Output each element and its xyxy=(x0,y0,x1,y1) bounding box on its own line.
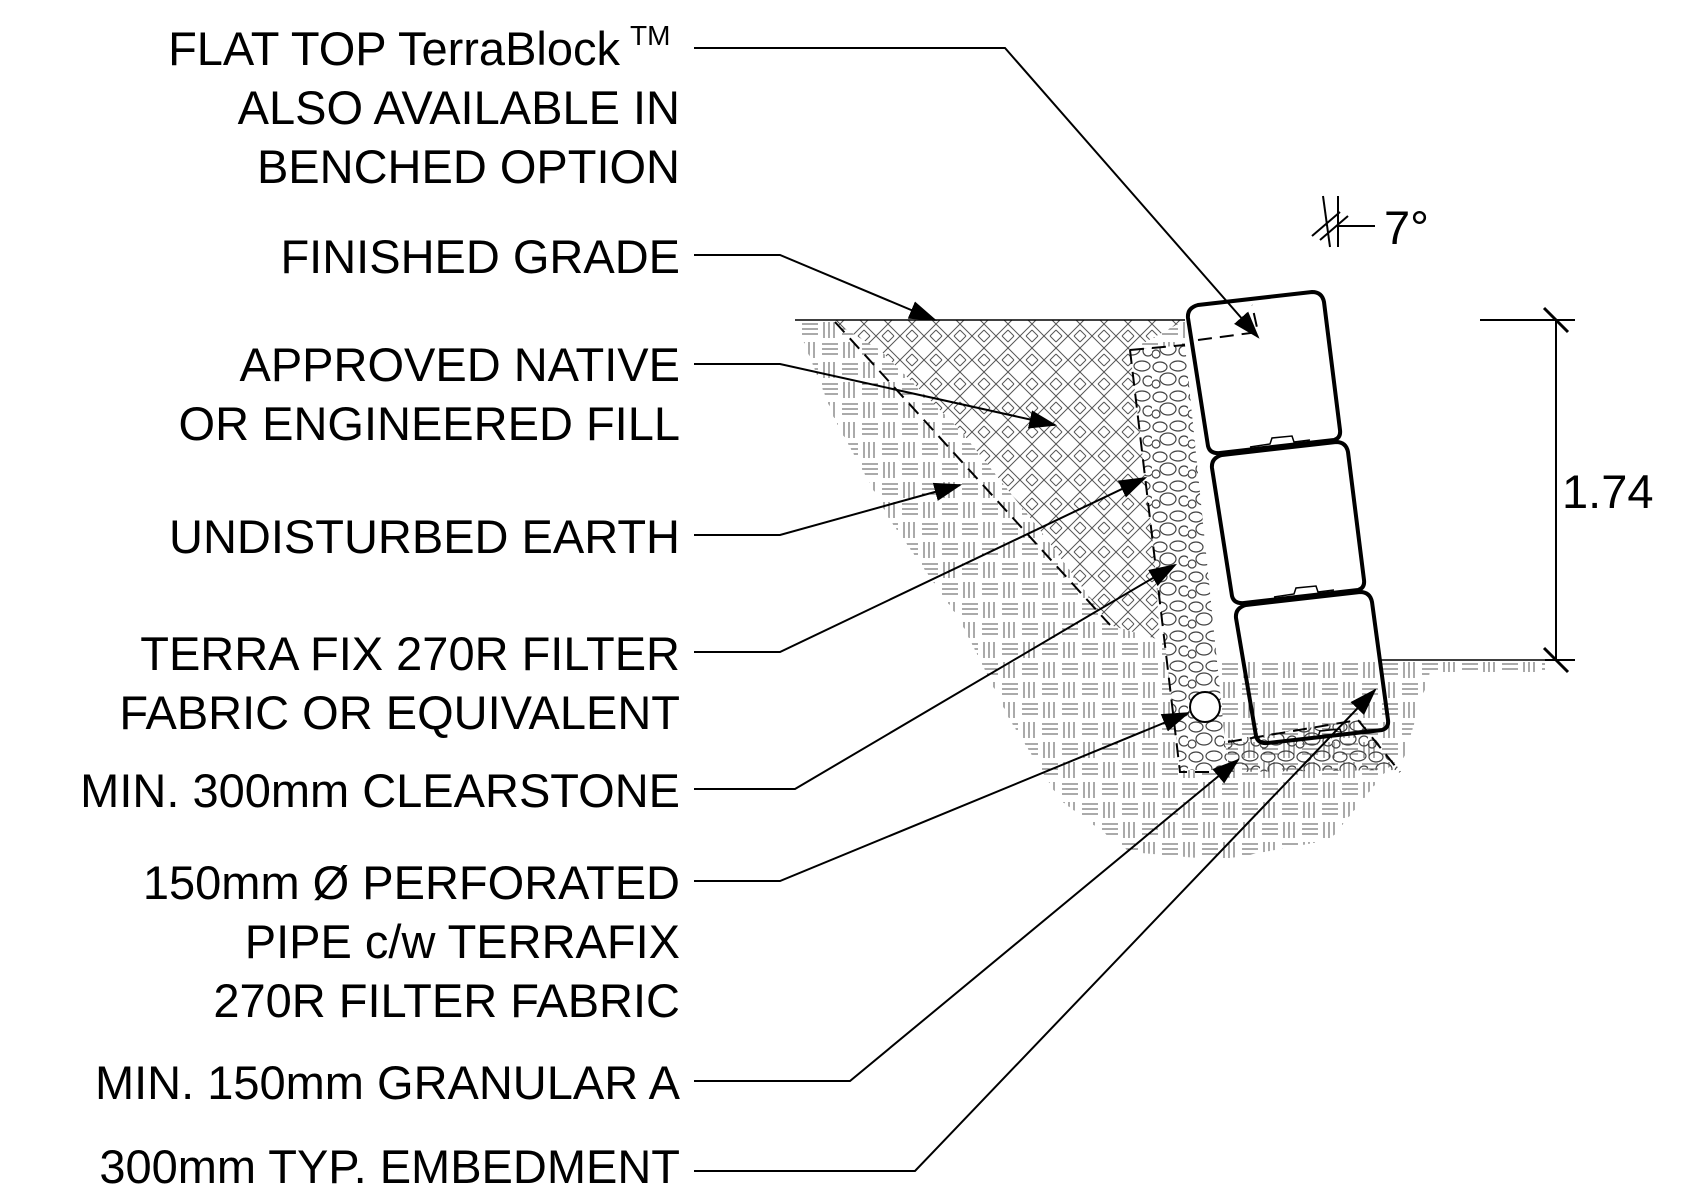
svg-text:FABRIC OR EQUIVALENT: FABRIC OR EQUIVALENT xyxy=(119,686,680,739)
callout-flat-top: FLAT TOP TerraBlock TM ALSO AVAILABLE IN… xyxy=(168,20,680,193)
block-top xyxy=(1185,289,1343,456)
leader-flat-top xyxy=(694,47,1260,339)
callout-finished-grade: FINISHED GRADE xyxy=(280,230,680,283)
batter-angle-value: 7° xyxy=(1384,201,1429,254)
svg-text:TM: TM xyxy=(630,20,670,51)
shear-keys xyxy=(1249,435,1359,741)
embedment-soil-zone xyxy=(1360,660,1545,770)
svg-text:TERRA FIX 270R FILTER: TERRA FIX 270R FILTER xyxy=(140,627,680,680)
excavation-slope-line xyxy=(834,321,1111,626)
perforated-pipe xyxy=(1189,691,1221,723)
svg-text:FLAT TOP TerraBlock: FLAT TOP TerraBlock xyxy=(168,22,620,75)
svg-text:OR ENGINEERED FILL: OR ENGINEERED FILL xyxy=(179,397,680,450)
svg-text:150mm Ø PERFORATED: 150mm Ø PERFORATED xyxy=(143,856,680,909)
leader-granular xyxy=(694,758,1240,1082)
svg-text:ALSO AVAILABLE IN: ALSO AVAILABLE IN xyxy=(238,81,680,134)
callout-granular: MIN. 150mm GRANULAR A xyxy=(95,1056,681,1109)
svg-text:PIPE c/w TERRAFIX: PIPE c/w TERRAFIX xyxy=(245,915,680,968)
batter-angle-indicator xyxy=(1311,195,1375,248)
leader-pipe xyxy=(694,712,1191,882)
benched-option-outline xyxy=(1197,304,1260,341)
leader-filter-fabric xyxy=(694,476,1148,653)
callout-clearstone: MIN. 300mm CLEARSTONE xyxy=(80,764,680,817)
leader-finished-grade xyxy=(694,254,938,321)
height-dimension xyxy=(1480,306,1575,674)
leader-embedment xyxy=(694,688,1377,1172)
callout-approved-fill: APPROVED NATIVE OR ENGINEERED FILL xyxy=(179,338,680,450)
svg-text:BENCHED OPTION: BENCHED OPTION xyxy=(257,140,680,193)
leader-approved-fill xyxy=(694,363,1058,429)
approved-fill-hatch xyxy=(830,320,1185,640)
callout-embedment: 300mm TYP. EMBEDMENT xyxy=(99,1140,680,1189)
clearstone-hatch xyxy=(1130,345,1228,770)
leader-clearstone xyxy=(694,563,1178,790)
callout-undisturbed-earth: UNDISTURBED EARTH xyxy=(169,510,680,563)
callout-pipe: 150mm Ø PERFORATED PIPE c/w TERRAFIX 270… xyxy=(143,856,680,1027)
granular-base-outline xyxy=(1227,718,1401,773)
block-middle xyxy=(1209,439,1367,606)
block-bottom xyxy=(1233,589,1391,746)
svg-text:270R FILTER FABRIC: 270R FILTER FABRIC xyxy=(213,974,680,1027)
leader-undisturbed-earth xyxy=(694,482,963,536)
callout-filter-fabric: TERRA FIX 270R FILTER FABRIC OR EQUIVALE… xyxy=(119,627,680,739)
svg-text:APPROVED NATIVE: APPROVED NATIVE xyxy=(239,338,680,391)
wall-height-value: 1.74 xyxy=(1562,465,1653,518)
